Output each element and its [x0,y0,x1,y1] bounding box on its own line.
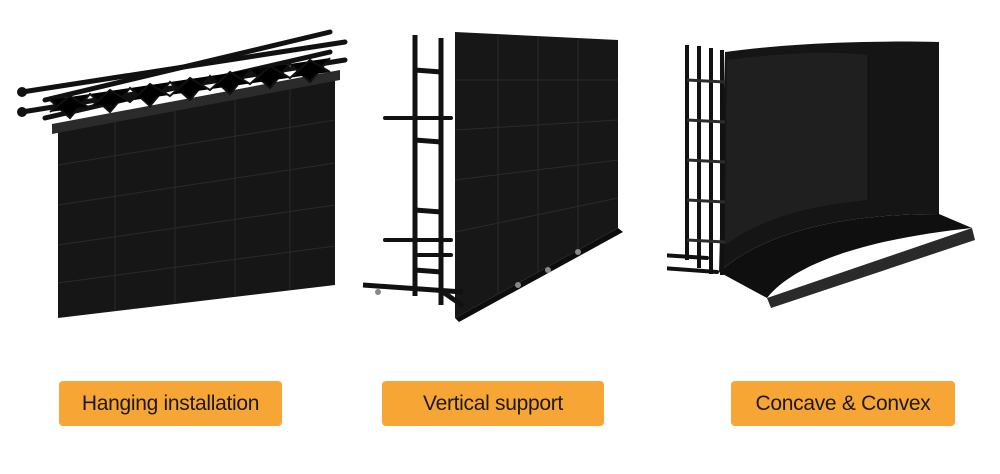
concave-convex-label: Concave & Convex [731,381,955,426]
panel-hanging: Hanging installation [0,0,348,474]
panel-vertical: Vertical support [333,0,667,474]
vertical-support-label: Vertical support [382,381,604,426]
truss-hanging-led-wall-illustration [17,29,348,318]
hanging-installation-label: Hanging installation [59,381,282,426]
curved-led-wall-illustration [667,41,975,308]
ground-stack-led-wall-illustration [362,32,623,322]
panel-curved: Concave & Convex [667,0,1000,474]
